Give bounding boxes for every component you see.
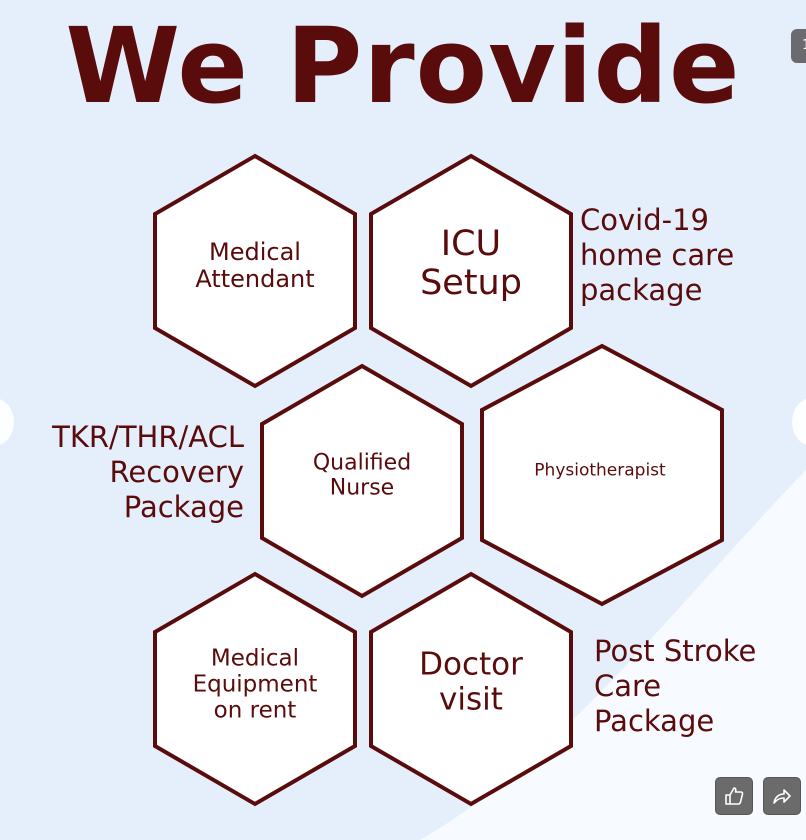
hexagon-physiotherapist: [480, 343, 724, 607]
hexagon-icu-setup: [369, 153, 573, 389]
label-line: Medical: [210, 645, 300, 672]
label-line: home care: [580, 237, 735, 272]
label-line: Recovery: [109, 454, 244, 489]
hexagon-qualified-nurse: [260, 363, 464, 599]
label-line: Nurse: [329, 475, 395, 500]
label-line: visit: [439, 681, 503, 717]
page-title: We Provide: [65, 5, 741, 127]
label-line: Post Stroke: [594, 634, 757, 668]
label-line: TKR/THR/ACL: [52, 420, 244, 454]
label-line: Package: [594, 703, 715, 738]
hexagon-medical-attendant: [153, 153, 357, 389]
hexagon-medical-equipment: [153, 571, 357, 807]
label-line: package: [580, 272, 703, 307]
label-line: Medical: [209, 238, 301, 267]
share-button[interactable]: [763, 777, 801, 815]
label-line: Doctor: [419, 646, 523, 683]
label-line: Physiotherapist: [534, 460, 666, 481]
share-arrow-icon: [773, 789, 791, 804]
label-line: on rent: [213, 696, 297, 723]
label-line: Equipment: [192, 671, 318, 698]
page-badge: 1: [791, 29, 806, 63]
label-line: Care: [594, 668, 662, 703]
label-line: Qualified: [312, 450, 412, 476]
next-button[interactable]: [792, 398, 806, 446]
hexagon-doctor-visit: [369, 571, 573, 807]
thumbs-up-icon: [725, 787, 744, 805]
label-line: Attendant: [195, 265, 315, 293]
label-line: Setup: [420, 263, 522, 303]
label-line: Package: [123, 489, 244, 524]
hexagon-label: Physiotherapist: [534, 461, 665, 480]
like-button[interactable]: [715, 777, 753, 815]
previous-button[interactable]: [0, 398, 14, 446]
label-line: Covid-19: [580, 203, 709, 237]
label-line: ICU: [440, 223, 502, 264]
